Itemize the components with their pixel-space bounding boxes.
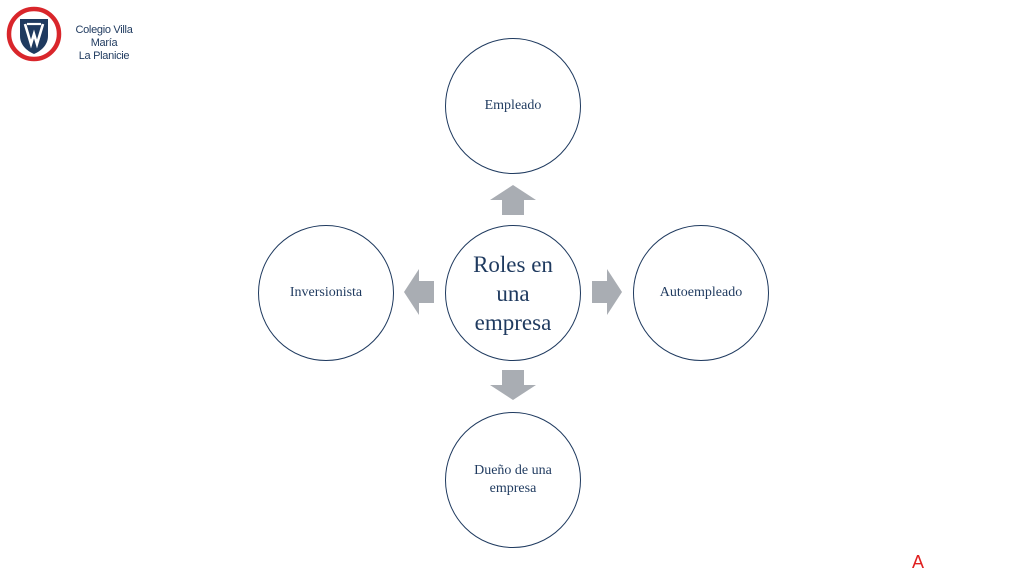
left-node: Inversionista [258,225,394,361]
center-node-line1: Roles en [473,251,553,277]
bottom-node: Dueño de una empresa [445,412,581,548]
arrow-left-icon [404,269,434,315]
top-node-label: Empleado [484,98,542,113]
school-name-line2: La Planicie [78,50,130,62]
right-node-label: Autoempleado [659,285,743,300]
right-node: Autoempleado [633,225,769,361]
arrow-right-icon [592,269,622,315]
slide-mark: A [912,552,925,572]
school-name: Colegio Villa María La Planicie [62,24,146,63]
arrow-up-icon [490,185,536,215]
center-node: Roles en una empresa [445,225,581,361]
bottom-node-line1: Dueño de una [474,463,552,478]
school-logo-icon [6,6,62,62]
left-node-label: Inversionista [289,285,363,300]
center-node-line3: empresa [474,309,552,335]
bottom-node-line2: empresa [489,481,537,496]
school-name-line1: Colegio Villa María [75,24,133,49]
arrow-down-icon [490,370,536,400]
top-node: Empleado [445,38,581,174]
center-node-line2: una [496,280,530,306]
